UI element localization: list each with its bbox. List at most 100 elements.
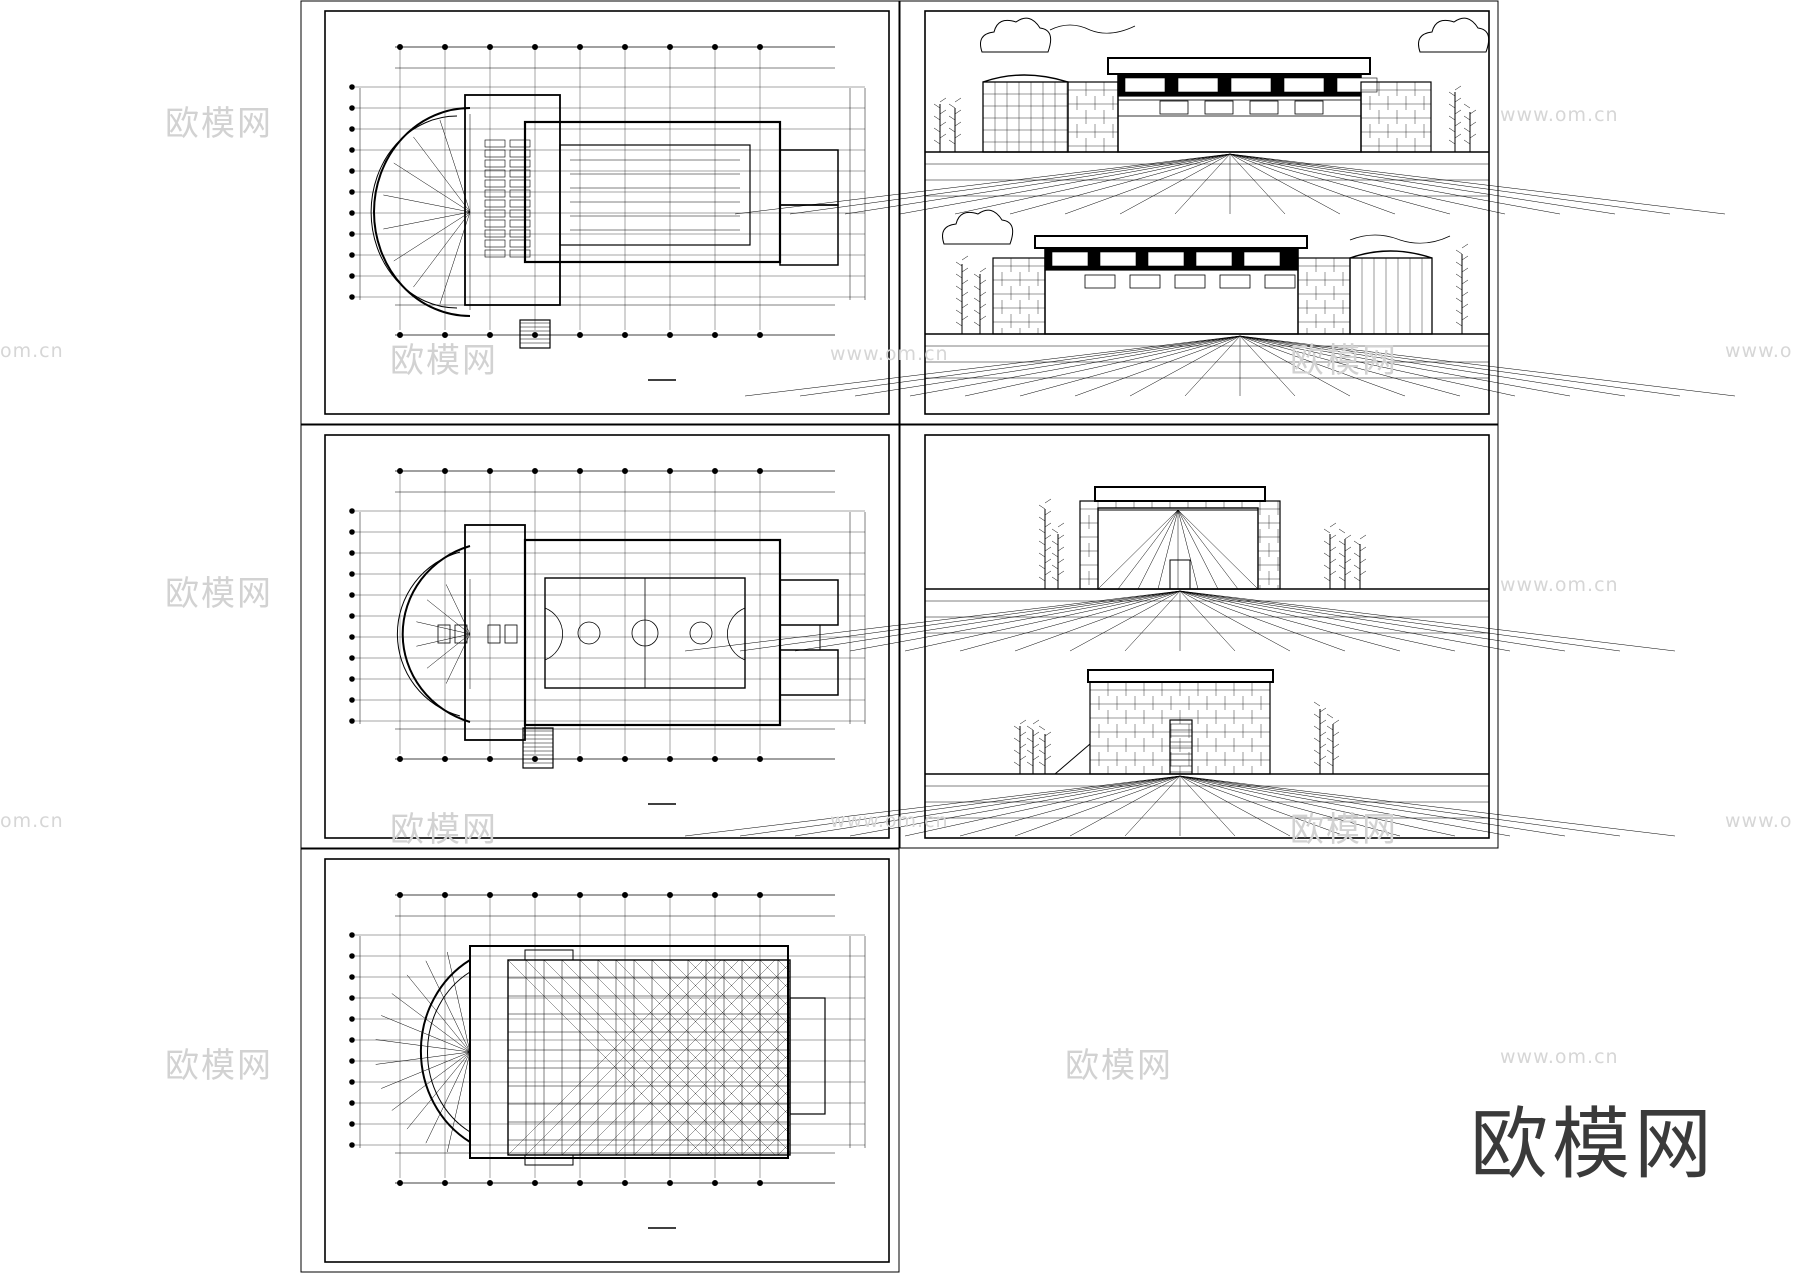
tree-branch [1313, 737, 1321, 743]
tree-branch [1313, 761, 1321, 767]
drawing-rect [464, 524, 526, 741]
tree-branch [1051, 552, 1059, 558]
perspective-ray [1174, 153, 1231, 215]
axis-bubble [622, 892, 629, 899]
tree-branch [1461, 279, 1469, 285]
tree-branch [939, 121, 947, 127]
radial-line [413, 136, 471, 213]
clerestory-window [1230, 77, 1272, 93]
axis-bubble [349, 613, 355, 619]
drawing-rect [454, 624, 468, 644]
tree-branch [1353, 564, 1361, 570]
axis-bubble [757, 756, 764, 763]
drawing-rect [1349, 257, 1433, 335]
tree-branch [1326, 737, 1334, 743]
glass-mullion [1177, 509, 1259, 590]
drawing-path [373, 107, 471, 317]
truss-diagonal [597, 959, 791, 1153]
tree-branch [1469, 133, 1477, 139]
tree-branch [955, 285, 963, 291]
truss-diagonal [615, 980, 791, 1156]
perspective-ray [959, 775, 1181, 837]
tree-branch [1463, 139, 1471, 145]
glass-mullion [1177, 509, 1199, 590]
axis-bubble [349, 1016, 355, 1022]
drawing-rect [484, 209, 506, 218]
drawing-path [401, 545, 471, 723]
tree-branch [1044, 546, 1052, 552]
glass-mullion [1177, 509, 1239, 590]
tree-branch [1455, 297, 1463, 303]
radial-line [381, 1051, 471, 1089]
tree-branch [1026, 737, 1034, 743]
perspective-ray [1179, 775, 1511, 837]
tree-branch [1359, 570, 1367, 576]
truss-diagonal [507, 959, 704, 1156]
perspective-ray [854, 335, 1241, 397]
axis-bubble [757, 892, 764, 899]
perspective-ray [1239, 335, 1351, 397]
cloud [942, 209, 1014, 245]
drawing-rect [437, 624, 451, 644]
axis-bubble [622, 467, 629, 474]
perspective-ray [794, 590, 1181, 652]
tree-branch [939, 97, 947, 103]
stair [522, 727, 554, 769]
tree-branch [1032, 755, 1040, 761]
tree-branch [979, 315, 987, 321]
perspective-ray [739, 775, 1181, 837]
sheet-border-2 [899, 0, 1499, 425]
axis-bubble [441, 467, 448, 474]
axis-bubble [349, 1100, 355, 1106]
tree-branch [1455, 249, 1463, 255]
tree-branch [939, 109, 947, 115]
tree-branch [1019, 755, 1027, 761]
tree-branch [933, 139, 941, 145]
axis-bubble [712, 892, 719, 899]
tree-branch [1044, 522, 1052, 528]
axis-bubble [757, 467, 764, 474]
tree-branch [955, 297, 963, 303]
tree-branch [1454, 85, 1462, 91]
truss-diagonal [777, 959, 791, 973]
drawing-rect [992, 257, 1046, 335]
tree-branch [1332, 731, 1340, 737]
tree-branch [1038, 564, 1046, 570]
drawing-rect [1067, 81, 1119, 153]
axis-bubble [486, 1180, 493, 1187]
drawing-rect [484, 159, 506, 168]
drawing-rect [524, 949, 574, 961]
tree-branch [979, 291, 987, 297]
drawing-rect [484, 219, 506, 228]
tree-branch [973, 321, 981, 327]
tree-branch [955, 261, 963, 267]
cloud [1418, 17, 1490, 53]
tree-branch [1448, 127, 1456, 133]
tree-branch [1026, 749, 1034, 755]
tree-branch [1038, 749, 1046, 755]
perspective-ray [684, 775, 1181, 837]
perspective-ray [799, 335, 1241, 397]
tree-branch [1044, 534, 1052, 540]
tree-branch [1359, 558, 1367, 564]
drawing-rect [509, 209, 531, 218]
perspective-ray [1239, 335, 1461, 397]
tree-branch [1326, 713, 1334, 719]
clerestory-window [1147, 251, 1185, 267]
front-rear-elevations [734, 17, 1736, 397]
axis-bubble [349, 655, 355, 661]
clerestory-window [1051, 251, 1089, 267]
perspective-ray [1014, 590, 1181, 652]
tree-branch [1323, 528, 1331, 534]
signboard [1084, 274, 1116, 289]
tree-branch [1032, 743, 1040, 749]
tree-branch [1344, 534, 1352, 540]
perspective-ray [1179, 590, 1236, 652]
tree-branch [1323, 540, 1331, 546]
perspective-ray [1019, 335, 1241, 397]
axis-bubble [349, 1142, 355, 1148]
radial-line [425, 1051, 471, 1144]
truss-diagonal [741, 1106, 791, 1156]
radial-line [447, 951, 471, 1053]
tree-branch [1044, 498, 1052, 504]
